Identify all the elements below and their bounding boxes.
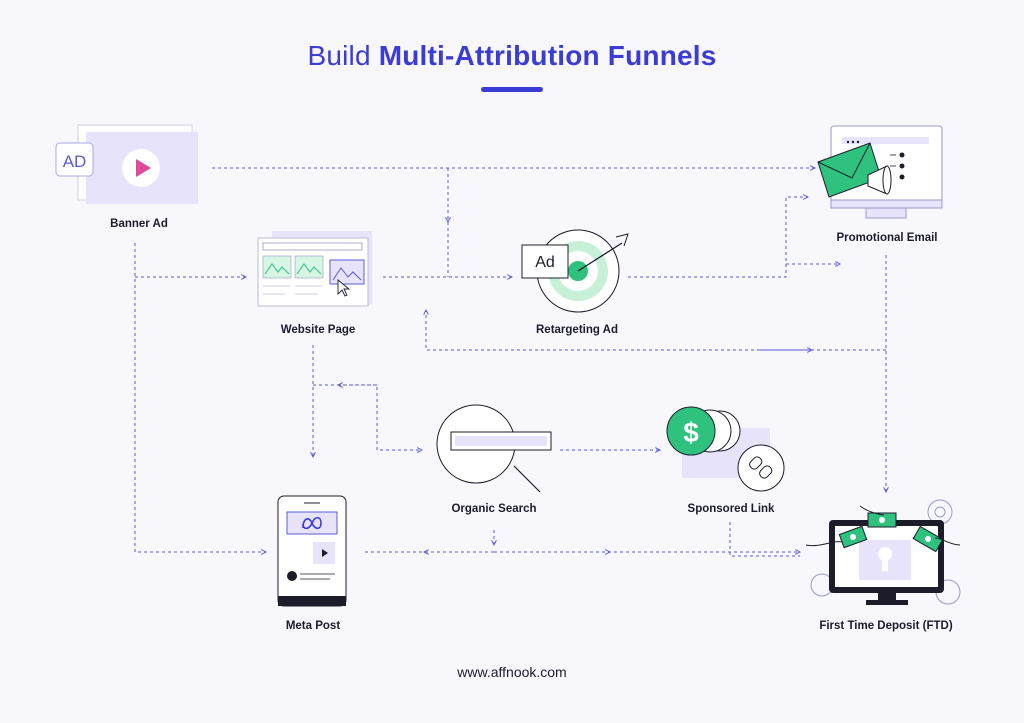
meta-post-label: Meta Post: [285, 620, 341, 632]
connector-retargeting-email: [628, 197, 808, 278]
organic-search-label: Organic Search: [451, 503, 537, 515]
ftd-illustration: [805, 499, 961, 605]
website-page-illustration: [257, 231, 372, 307]
connector-sponsored-down: [729, 522, 800, 557]
keyhole-icon: [878, 547, 892, 561]
dollar-coin-icon: [666, 406, 716, 456]
banner-ad-badge: AD: [63, 152, 87, 171]
video-play-icon: [322, 549, 328, 557]
title-light: Build: [307, 40, 379, 71]
promotional-email-label: Promotional Email: [836, 232, 938, 244]
retargeting-ad-label: Retargeting Ad: [536, 324, 618, 336]
megaphone-icon: [867, 165, 892, 195]
title-bold: Multi-Attribution Funnels: [378, 40, 717, 71]
retargeting-ad-illustration: Ad: [521, 229, 629, 313]
hand-icon-right: [934, 537, 961, 546]
connector-website-search: [313, 384, 422, 450]
meta-logo-icon: [302, 516, 322, 530]
sponsored-link-illustration: $: [666, 406, 785, 492]
users-icon: [890, 152, 905, 180]
connector-banner-meta: [134, 243, 266, 552]
cash-icon: [838, 512, 944, 553]
sponsored-link-label: Sponsored Link: [687, 503, 775, 515]
avatar: [287, 571, 297, 581]
banner-ad-label: Banner Ad: [110, 218, 168, 230]
magnifier-handle: [513, 465, 541, 493]
connector-loop-back: [426, 310, 886, 351]
website-page-label: Website Page: [280, 324, 356, 336]
organic-search-illustration: [436, 404, 552, 493]
play-icon: [136, 159, 151, 177]
page-title: Build Multi-Attribution Funnels: [0, 40, 1024, 72]
link-icon: [737, 444, 785, 492]
title-underline: [481, 87, 543, 92]
ftd-label: First Time Deposit (FTD): [819, 620, 953, 632]
connectors: [134, 168, 886, 557]
dollar-symbol: $: [683, 417, 699, 448]
dart-icon: [577, 242, 623, 272]
banner-ad-illustration: AD: [55, 124, 198, 204]
envelope-icon: [817, 142, 882, 198]
promotional-email-illustration: [817, 125, 943, 219]
meta-post-illustration: [277, 495, 347, 607]
retargeting-ad-badge: Ad: [535, 254, 555, 271]
footer-url: www.affnook.com: [457, 664, 567, 680]
cursor-icon: [337, 279, 351, 297]
hand-icon-top: [859, 505, 885, 516]
hand-icon-left: [805, 541, 843, 547]
